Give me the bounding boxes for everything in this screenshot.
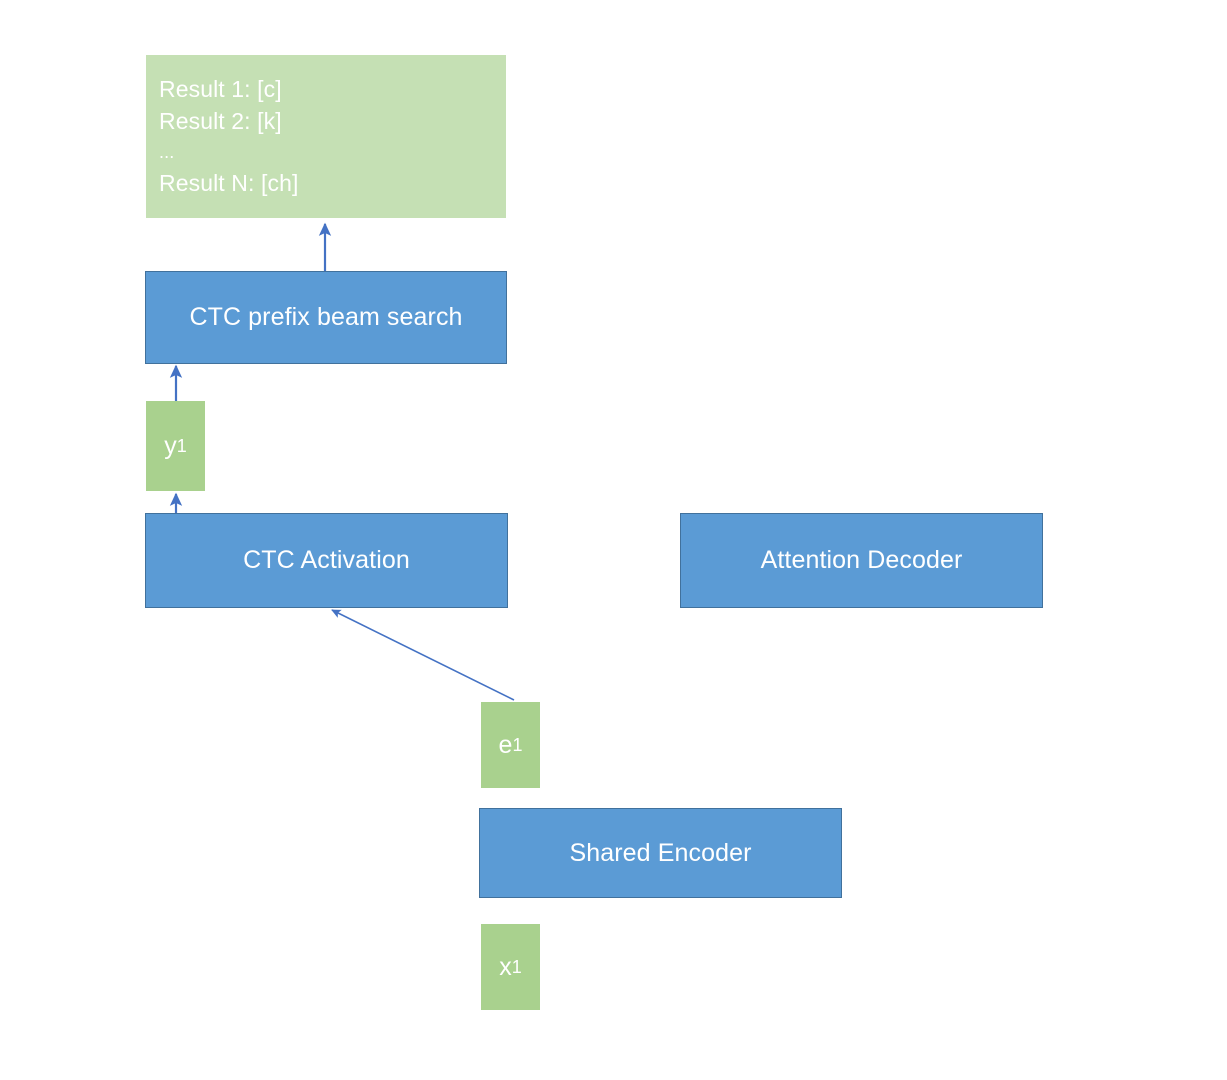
e1-label-base: e: [498, 730, 513, 759]
attention-decoder-box[interactable]: Attention Decoder: [680, 513, 1043, 608]
ctc-activation-label: CTC Activation: [243, 546, 410, 574]
result-line-n: Result N: [ch]: [159, 170, 299, 196]
y1-label-base: y: [164, 431, 177, 460]
ctc-prefix-beam-search-box[interactable]: CTC prefix beam search: [145, 271, 507, 364]
shared-encoder-label: Shared Encoder: [569, 838, 752, 867]
result-line-ellipsis: ...: [159, 142, 175, 162]
arrow-e1-to-ctc-activation: [331, 609, 515, 701]
result-line-1: Result 1: [c]: [159, 76, 282, 102]
ctc-prefix-beam-search-label: CTC prefix beam search: [189, 303, 463, 331]
e1-label-subscript: 1: [512, 734, 523, 755]
ctc-activation-box[interactable]: CTC Activation: [145, 513, 508, 608]
result-line-2: Result 2: [k]: [159, 108, 282, 134]
y1-label-subscript: 1: [176, 435, 187, 456]
shared-encoder-box[interactable]: Shared Encoder: [479, 808, 842, 898]
result-list-box: Result 1: [c] Result 2: [k] ... Result N…: [146, 55, 506, 218]
x1-label-base: x: [499, 952, 512, 981]
x1-label-subscript: 1: [511, 956, 522, 977]
attention-decoder-label: Attention Decoder: [760, 546, 963, 574]
